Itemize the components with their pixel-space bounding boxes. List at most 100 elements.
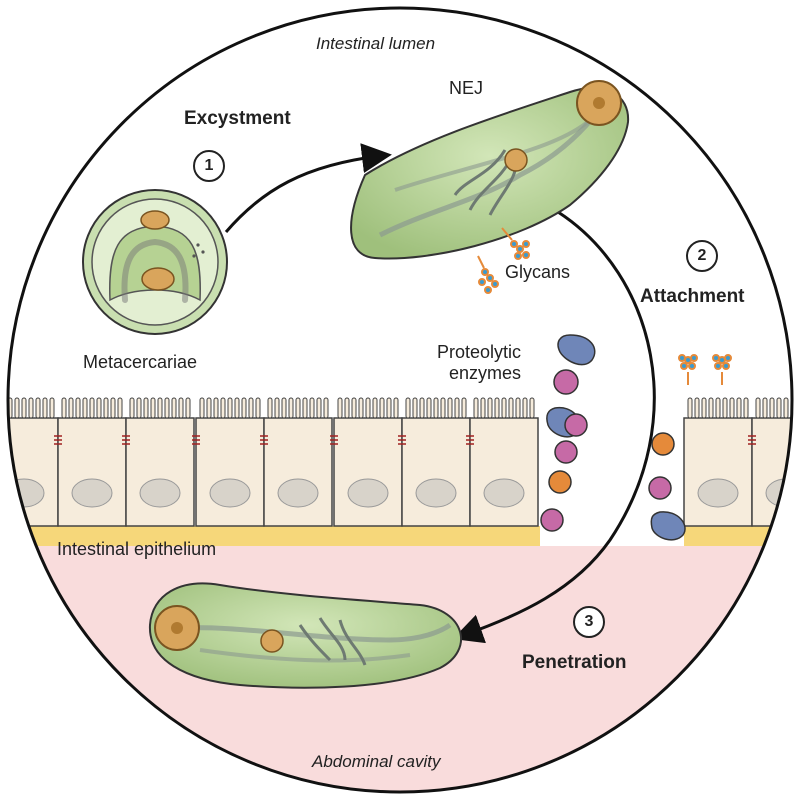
microvilli xyxy=(1,397,792,419)
microvillus xyxy=(21,397,27,419)
microvillus xyxy=(529,397,535,419)
penetration-arrow xyxy=(452,210,656,644)
ventral-sucker xyxy=(260,629,284,653)
proteolytic-enzymes-label: Proteolytic enzymes xyxy=(437,342,521,384)
epithelial-cell xyxy=(195,417,265,527)
microvillus xyxy=(487,397,493,419)
microvillus xyxy=(701,397,707,419)
microvillus xyxy=(461,397,467,419)
microvillus xyxy=(722,397,728,419)
epithelial-cell xyxy=(125,417,195,527)
epithelial-cell xyxy=(57,417,127,527)
microvillus xyxy=(365,397,371,419)
microvillus xyxy=(687,397,693,419)
microvillus xyxy=(694,397,700,419)
intestinal-lumen-label: Intestinal lumen xyxy=(316,34,436,53)
microvillus xyxy=(274,397,280,419)
cell-nucleus xyxy=(347,478,389,508)
microvillus xyxy=(61,397,67,419)
microvillus xyxy=(454,397,460,419)
epithelial-cell xyxy=(401,417,471,527)
penetrating-fluke xyxy=(148,582,463,689)
cell-nucleus xyxy=(139,478,181,508)
microvillus xyxy=(743,397,749,419)
microvillus xyxy=(508,397,514,419)
microvillus xyxy=(440,397,446,419)
microvillus xyxy=(241,397,247,419)
metacercaria-cyst xyxy=(82,189,228,335)
cell-nucleus xyxy=(209,478,251,508)
glycans-label: Glycans xyxy=(505,262,571,282)
epithelial-glycans xyxy=(678,354,732,385)
microvillus xyxy=(522,397,528,419)
microvillus xyxy=(185,397,191,419)
microvillus xyxy=(379,397,385,419)
ventral-sucker xyxy=(504,148,528,172)
microvillus xyxy=(110,397,116,419)
epithelial-cell xyxy=(683,417,753,527)
microvillus xyxy=(473,397,479,419)
microvillus xyxy=(117,397,123,419)
abdominal-cavity-label: Abdominal cavity xyxy=(312,752,441,771)
step-2-badge: 2 xyxy=(686,240,718,272)
microvillus xyxy=(82,397,88,419)
step-3-badge: 3 xyxy=(573,606,605,638)
microvillus xyxy=(494,397,500,419)
microvillus xyxy=(157,397,163,419)
microvillus xyxy=(295,397,301,419)
step-1-badge: 1 xyxy=(193,150,225,182)
attachment-label: Attachment xyxy=(640,286,745,307)
microvillus xyxy=(28,397,34,419)
enzymes-line-2: enzymes xyxy=(449,363,522,383)
microvillus xyxy=(302,397,308,419)
cell-nucleus xyxy=(277,478,319,508)
microvillus xyxy=(35,397,41,419)
microvillus xyxy=(143,397,149,419)
microvillus xyxy=(14,397,20,419)
microvillus xyxy=(762,397,768,419)
microvillus xyxy=(1,398,5,418)
excystment-label: Excystment xyxy=(184,108,291,129)
excystment-arrow xyxy=(224,143,392,233)
microvillus xyxy=(351,397,357,419)
microvillus xyxy=(171,397,177,419)
microvillus xyxy=(405,397,411,419)
microvillus xyxy=(769,397,775,419)
microvillus xyxy=(150,397,156,419)
microvillus xyxy=(736,397,742,419)
microvillus xyxy=(267,397,273,419)
microvillus xyxy=(96,397,102,419)
microvillus xyxy=(447,397,453,419)
microvillus xyxy=(213,397,219,419)
microvillus xyxy=(419,397,425,419)
microvillus xyxy=(323,397,329,419)
microvillus xyxy=(515,397,521,419)
microvillus xyxy=(68,397,74,419)
microvillus xyxy=(309,397,315,419)
microvillus xyxy=(358,397,364,419)
intestinal-epithelium-label: Intestinal epithelium xyxy=(57,539,217,559)
basement-membrane xyxy=(8,526,540,546)
cell-nucleus xyxy=(415,478,457,508)
microvillus xyxy=(776,397,782,419)
microvillus xyxy=(501,397,507,419)
microvillus xyxy=(220,397,226,419)
microvillus xyxy=(288,397,294,419)
nej-label: NEJ xyxy=(449,78,484,98)
microvillus xyxy=(412,397,418,419)
oral-sucker xyxy=(140,210,170,230)
microvillus xyxy=(103,397,109,419)
microvillus xyxy=(344,397,350,419)
microvillus xyxy=(480,397,486,419)
microvillus xyxy=(729,397,735,419)
microvillus xyxy=(178,397,184,419)
microvillus xyxy=(372,397,378,419)
intestinal-epithelium xyxy=(8,417,792,527)
microvillus xyxy=(89,397,95,419)
proteolytic-enzymes xyxy=(540,334,686,541)
cell-nucleus xyxy=(697,478,739,508)
microvillus xyxy=(316,397,322,419)
cell-nucleus xyxy=(71,478,113,508)
enzymes-line-1: Proteolytic xyxy=(437,342,522,362)
metacercariae-label: Metacercariae xyxy=(83,352,198,372)
